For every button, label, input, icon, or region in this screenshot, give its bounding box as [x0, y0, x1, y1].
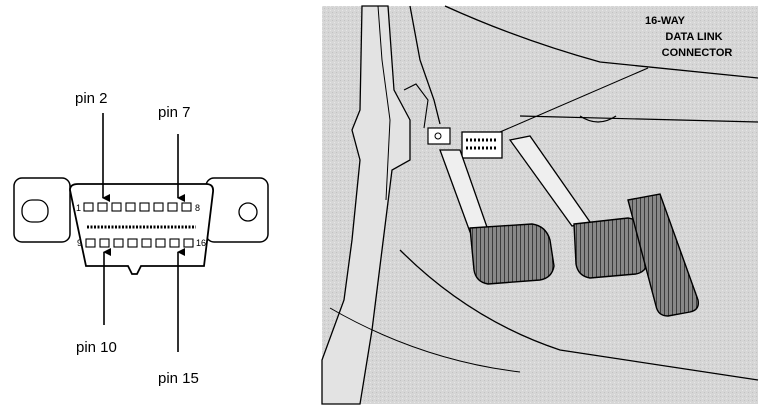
obd-connector-diagram: 1 8 9 16 pin 2 pin 7 pin 10 pin 15: [13, 90, 269, 387]
label-pin-2: pin 2: [75, 90, 108, 107]
pin-1: [83, 202, 94, 212]
floor-edge: [399, 249, 759, 381]
pin-13: [141, 238, 152, 248]
pin-14: [155, 238, 166, 248]
pin-6: [153, 202, 164, 212]
pin-12: [127, 238, 138, 248]
pin-row-top: [83, 202, 192, 212]
label-pin-7: pin 7: [158, 104, 191, 121]
pin-number-16: 16: [196, 238, 206, 248]
illustration-panel: [322, 6, 758, 404]
data-link-connector: [427, 127, 503, 159]
pin-4: [125, 202, 136, 212]
accelerator-pedal: [627, 193, 700, 317]
callout-line-1: 16-WAY: [645, 15, 686, 27]
connector-body: [69, 183, 215, 275]
brake-pedal-pad: [469, 223, 555, 285]
callout-line-2: DATA LINK: [665, 31, 722, 43]
callout-leader: [499, 67, 649, 133]
floor-edge-2: [329, 307, 521, 373]
callout-line-3: CONNECTOR: [662, 47, 733, 59]
label-pin-10: pin 10: [76, 339, 117, 356]
pin-3: [111, 202, 122, 212]
column-bracket: [403, 83, 429, 129]
pin-2: [97, 202, 108, 212]
pin-8: [181, 202, 192, 212]
label-pin-15: pin 15: [158, 370, 199, 387]
pin-7: [167, 202, 178, 212]
mounting-flange-left: [13, 177, 71, 243]
pin-row-bottom: [85, 238, 194, 248]
pin-number-8: 8: [195, 203, 200, 213]
kick-panel-edge: [377, 5, 391, 201]
pin-16: [183, 238, 194, 248]
dash-lower-line: [519, 115, 759, 123]
pin-number-9: 9: [77, 238, 82, 248]
pin-15: [169, 238, 180, 248]
dash-bracket: [579, 115, 617, 123]
mounting-flange-right: [205, 177, 269, 243]
steering-column: [409, 5, 441, 125]
pin-11: [113, 238, 124, 248]
pin-number-1: 1: [76, 203, 81, 213]
pin-5: [139, 202, 150, 212]
dash-edge: [444, 5, 759, 79]
vehicle-footwell-illustration: 16-WAY DATA LINK CONNECTOR: [321, 5, 759, 405]
pin-9: [85, 238, 96, 248]
pin-10: [99, 238, 110, 248]
